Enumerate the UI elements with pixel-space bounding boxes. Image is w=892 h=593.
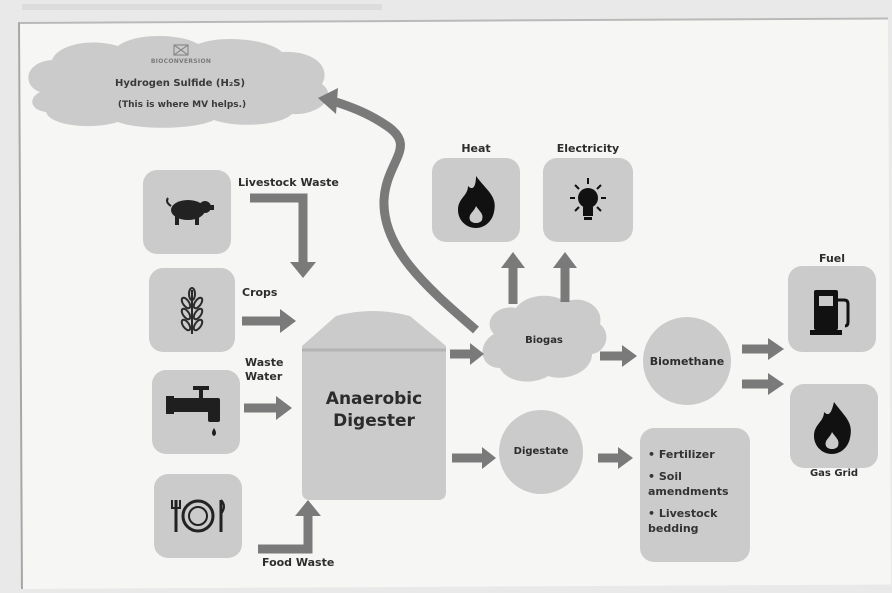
- heat-label: Heat: [461, 142, 491, 155]
- waste-water-line1: Waste: [245, 356, 284, 369]
- biogas-label: Biogas: [525, 335, 563, 346]
- flame-icon: [814, 402, 851, 454]
- gas-grid-label: Gas Grid: [809, 468, 859, 479]
- fuel-label: Fuel: [818, 252, 846, 265]
- h2s-cloud: [28, 36, 329, 128]
- cloud-logo-text: BIOCONVERSION: [150, 58, 212, 65]
- list-item: • Livestock bedding: [648, 507, 718, 535]
- plate-cutlery-icon: [171, 499, 225, 533]
- food-box: [154, 474, 242, 558]
- electricity-label: Electricity: [556, 142, 620, 155]
- biomethane-label: Biomethane: [649, 355, 725, 368]
- digestate-circle: [499, 410, 583, 494]
- scan-artifact-bar: [22, 4, 382, 10]
- biogas-cloud: [482, 295, 607, 382]
- crops-label: Crops: [242, 286, 278, 299]
- lightbulb-icon: [570, 178, 606, 220]
- wheat-icon: [180, 287, 204, 334]
- digestate-uses-list: • Fertilizer • Soil amendments • Livesto…: [648, 447, 744, 543]
- waste-water-label: Waste Water: [245, 356, 283, 384]
- list-item: • Fertilizer: [648, 448, 715, 461]
- digestate-label: Digestate: [513, 446, 569, 457]
- h2s-title: Hydrogen Sulfide (H₂S): [114, 78, 246, 89]
- pig-icon: [166, 197, 214, 225]
- flame-icon: [458, 176, 495, 228]
- digestate-uses-box: [640, 428, 750, 562]
- list-item: • Soil amendments: [648, 470, 729, 498]
- digester-line2: Digester: [333, 411, 415, 431]
- food-waste-label: Food Waste: [262, 556, 335, 569]
- faucet-icon: [166, 386, 220, 436]
- logo-icon: [173, 44, 189, 56]
- digester-line1: Anaerobic: [325, 389, 423, 409]
- arrows: [242, 88, 784, 554]
- digester-label: Anaerobic Digester: [302, 388, 446, 432]
- digester-tank: [302, 311, 446, 500]
- fuel-pump-icon: [810, 290, 850, 335]
- waste-water-line2: Water: [245, 370, 283, 383]
- h2s-subtitle: (This is where MV helps.): [117, 100, 247, 110]
- biomethane-circle: [643, 317, 731, 405]
- livestock-waste-label: Livestock Waste: [238, 176, 339, 189]
